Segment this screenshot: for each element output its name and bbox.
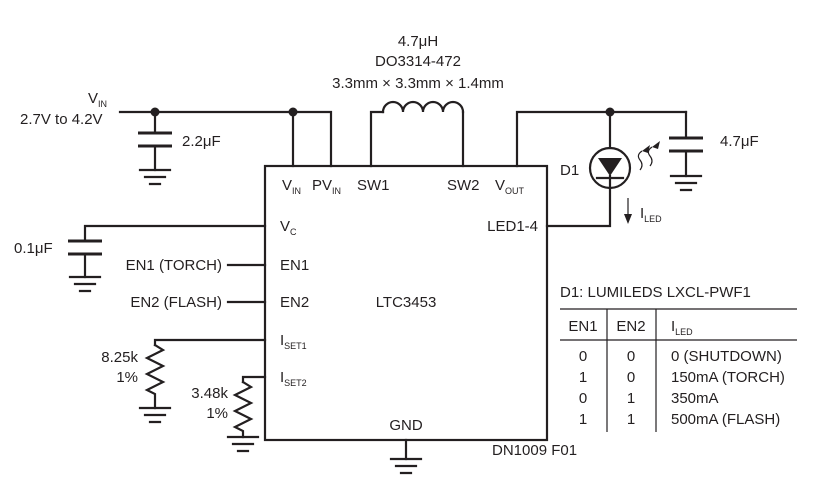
pin-led: LED1-4 (487, 218, 538, 235)
table-header-en1: EN1 (568, 318, 597, 335)
output-cap-value: 4.7μF (720, 133, 759, 150)
iset2-resistor (232, 375, 267, 439)
pin-sw1: SW1 (357, 177, 390, 194)
vin-range: 2.7V to 4.2V (20, 111, 103, 128)
table-header-en2: EN2 (616, 318, 645, 335)
pin-iset1: ISET1 (280, 332, 307, 351)
table-cell: 1 (627, 411, 635, 428)
table-cell: 0 (627, 369, 635, 386)
input-capacitor (138, 110, 172, 172)
r1-tolerance: 1% (116, 369, 138, 386)
pin-vc: VC (280, 218, 297, 237)
vc-capacitor (68, 224, 267, 279)
led-current-label: ILED (640, 205, 662, 224)
r2-tolerance: 1% (206, 405, 228, 422)
truth-table: D1: LUMILEDS LXCL-PWF1 EN1 EN2 ILED 0 0 … (560, 284, 797, 432)
table-cell: 0 (627, 348, 635, 365)
en1-input-label: EN1 (TORCH) (126, 257, 222, 274)
ground-symbol-output-cap (669, 174, 703, 192)
pin-pvin: PVIN (312, 177, 341, 196)
led-d1 (545, 110, 632, 228)
vout-rail (515, 107, 688, 168)
iset1-resistor (144, 338, 267, 410)
input-cap-value: 2.2μF (182, 133, 221, 150)
table-cell: 0 (579, 348, 587, 365)
ground-symbol-iset1 (138, 406, 172, 424)
ground-symbol-input-cap (138, 168, 172, 186)
table-cell: 0 (SHUTDOWN) (671, 348, 782, 365)
ground-symbol-ic (389, 438, 423, 475)
vin-rail (118, 107, 333, 168)
inductor-part: DO3314-472 (375, 53, 461, 70)
figure-code: DN1009 F01 (492, 442, 577, 459)
table-row: 1 0 150mA (TORCH) (579, 369, 785, 386)
table-cell: 1 (579, 369, 587, 386)
ground-symbol-vc-cap (68, 275, 102, 293)
pin-gnd: GND (389, 417, 423, 434)
pin-vout: VOUT (495, 177, 525, 196)
pin-vin: VIN (282, 177, 301, 196)
table-cell: 350mA (671, 390, 719, 407)
table-cell: 500mA (FLASH) (671, 411, 780, 428)
r1-value: 8.25k (101, 349, 138, 366)
pin-iset2: ISET2 (280, 369, 307, 388)
vc-cap-value: 0.1μF (14, 240, 53, 257)
table-cell: 1 (627, 390, 635, 407)
diode-ref: D1 (560, 162, 579, 179)
table-row: 0 0 0 (SHUTDOWN) (579, 348, 782, 365)
current-arrow-icon (624, 198, 632, 224)
inductor (369, 100, 465, 168)
pin-en2: EN2 (280, 294, 309, 311)
table-cell: 0 (579, 390, 587, 407)
table-row: 1 1 500mA (FLASH) (579, 411, 780, 428)
r2-value: 3.48k (191, 385, 228, 402)
pin-en1: EN1 (280, 257, 309, 274)
table-cell: 150mA (TORCH) (671, 369, 785, 386)
table-cell: 1 (579, 411, 587, 428)
table-header-iled: ILED (671, 318, 693, 337)
output-capacitor (669, 110, 703, 178)
vin-label: VIN (88, 90, 107, 109)
pin-sw2: SW2 (447, 177, 480, 194)
light-emission-icon (637, 141, 660, 171)
inductor-size: 3.3mm × 3.3mm × 1.4mm (332, 75, 504, 92)
ground-symbol-iset2 (226, 435, 260, 453)
table-row: 0 1 350mA (579, 390, 719, 407)
inductor-value: 4.7μH (398, 33, 438, 50)
en2-input-label: EN2 (FLASH) (130, 294, 222, 311)
table-title: D1: LUMILEDS LXCL-PWF1 (560, 284, 751, 301)
ic-name: LTC3453 (376, 294, 437, 311)
